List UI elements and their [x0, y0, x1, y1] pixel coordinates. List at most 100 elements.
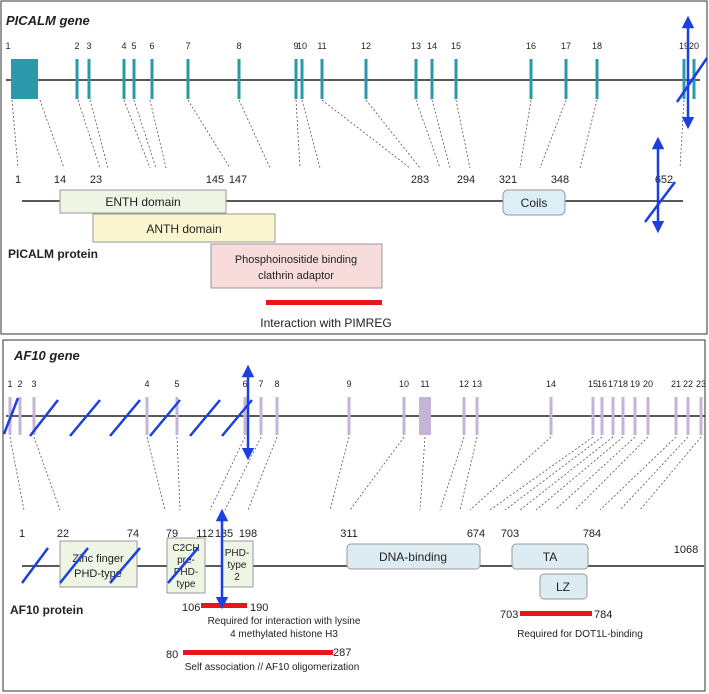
dna-binding-domain: DNA-binding: [346, 543, 481, 570]
af10-exon: [686, 397, 690, 435]
picalm-protein-title: PICALM protein: [8, 247, 98, 261]
af10-exon-label: 11: [420, 379, 429, 389]
af10-exon: [347, 397, 351, 435]
af10-exon: [243, 397, 247, 435]
af10-connector: [209, 436, 246, 511]
af10-panel: [2, 339, 706, 692]
picalm-connector: [123, 99, 151, 169]
anth-domain-label: ANTH domain: [146, 222, 221, 236]
picalm-exon: [300, 59, 304, 99]
af10-exon: [674, 397, 678, 435]
pimreg-interaction-bar: [266, 300, 382, 305]
picalm-position-label: 1: [15, 174, 21, 186]
picalm-exon: [132, 59, 136, 99]
picalm-exon-label: 3: [86, 41, 91, 51]
picalm-gene-title: PICALM gene: [6, 13, 90, 28]
af10-exon: [600, 397, 604, 435]
picalm-exon-label: 17: [561, 41, 571, 51]
picalm-position-label: 283: [411, 174, 429, 186]
pimreg-interaction-label: Interaction with PIMREG: [260, 316, 391, 330]
af10-connector: [247, 436, 278, 511]
dot1l-start-label: 703: [500, 609, 518, 621]
lz-label: LZ: [556, 580, 570, 594]
af10-protein-slash: [20, 547, 50, 584]
phd2-label-3: 2: [234, 572, 240, 583]
af10-gene-slash: [189, 399, 221, 437]
af10-exon-label: 16: [597, 379, 607, 389]
picalm-position-label: 145: [206, 174, 224, 186]
af10-gene-slash: [29, 399, 59, 437]
picalm-position-label: 14: [54, 174, 66, 186]
af10-connector: [9, 436, 25, 511]
enth-domain: ENTH domain: [59, 189, 227, 214]
c2ch-label-3: PHD-: [174, 567, 198, 578]
c2ch-label-1: C2CH: [172, 543, 199, 554]
picalm-exon-label: 14: [427, 41, 437, 51]
af10-exon-label: 14: [546, 379, 556, 389]
picalm-exon: [320, 59, 324, 99]
picalm-connector: [365, 99, 421, 169]
af10-exon-label: 22: [683, 379, 693, 389]
af10-exon: [475, 397, 479, 435]
af10-exon: [275, 397, 279, 435]
af10-position-label: 1: [19, 528, 25, 540]
af10-exon-label: 21: [671, 379, 681, 389]
lysine-binding-bar: [201, 603, 247, 608]
picalm-exon: [75, 59, 79, 99]
af10-connector: [419, 436, 426, 511]
af10-exon: [175, 397, 179, 435]
picalm-connector: [295, 99, 301, 169]
picalm-exon: [237, 59, 241, 99]
picalm-exon: [414, 59, 418, 99]
picalm-connector: [455, 99, 471, 169]
picalm-exon-label: 11: [317, 41, 326, 51]
af10-gene-slash: [149, 399, 181, 437]
af10-position-label: 74: [127, 528, 139, 540]
af10-exon-label: 13: [472, 379, 482, 389]
picalm-exon: [11, 59, 38, 99]
picalm-exon-label: 9: [293, 41, 298, 51]
af10-connector: [504, 436, 603, 511]
af10-exon-label: 7: [258, 379, 263, 389]
picalm-exon-label: 7: [185, 41, 190, 51]
af10-exon: [18, 397, 22, 435]
phd2-label-2: type: [228, 560, 247, 571]
af10-exon: [591, 397, 595, 435]
af10-connector: [349, 436, 405, 511]
self-assoc-start-label: 80: [166, 649, 178, 661]
enth-domain-label: ENTH domain: [105, 195, 180, 209]
picalm-connector: [238, 99, 271, 169]
picalm-connector: [187, 99, 231, 169]
picalm-position-label: 147: [229, 174, 247, 186]
picalm-exon-label: 15: [451, 41, 461, 51]
picalm-connector: [11, 99, 19, 169]
picalm-protein-slash: [644, 181, 676, 223]
picalm-exon-label: 20: [689, 41, 699, 51]
picalm-connector: [39, 99, 65, 169]
picalm-exon: [595, 59, 599, 99]
af10-exon: [32, 397, 36, 435]
af10-protein-slashes: [20, 547, 199, 584]
picalm-position-label: 23: [90, 174, 102, 186]
af10-exon-label: 19: [630, 379, 640, 389]
af10-position-label: 703: [501, 528, 519, 540]
af10-protein-slash: [109, 547, 141, 584]
lysine-label-2: 4 methylated histone H3: [230, 629, 338, 640]
picalm-exon-label: 18: [592, 41, 602, 51]
af10-gene-slash: [2, 397, 20, 435]
af10-exon-label: 10: [399, 379, 409, 389]
picalm-position-label: 348: [551, 174, 569, 186]
af10-position-label: 198: [239, 528, 257, 540]
picalm-exon-label: 4: [121, 41, 126, 51]
af10-gene-slash: [69, 399, 101, 437]
af10-exon-label: 5: [174, 379, 179, 389]
coils-label: Coils: [521, 196, 548, 210]
picalm-position-label: 321: [499, 174, 517, 186]
af10-exon: [699, 397, 703, 435]
picalm-connector: [519, 99, 532, 169]
anth-domain: ANTH domain: [92, 213, 276, 243]
af10-exon-label: 20: [643, 379, 653, 389]
af10-exon: [259, 397, 263, 435]
af10-exon: [462, 397, 466, 435]
